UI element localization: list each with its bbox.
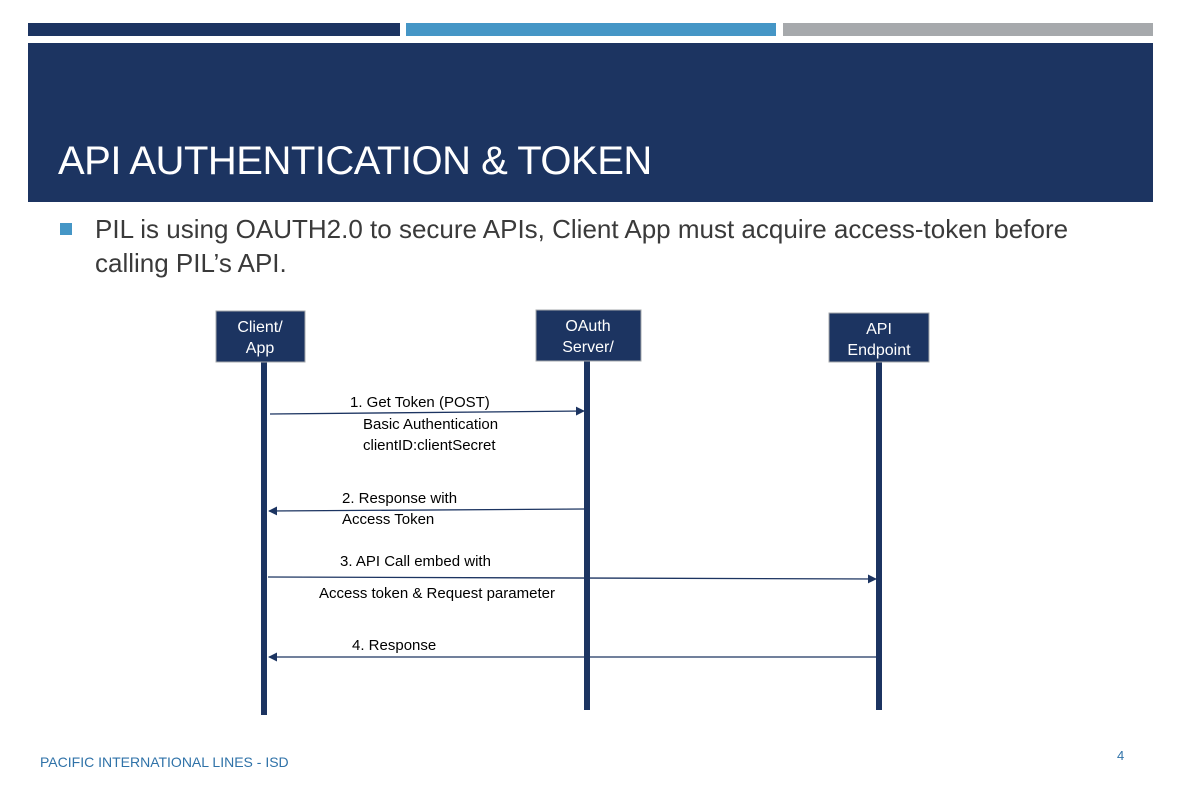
top-accent-bar-navy (28, 23, 400, 36)
title-band: API AUTHENTICATION & TOKEN (28, 43, 1153, 202)
message-1-arrow (269, 406, 585, 416)
participant-client: Client/ App (215, 310, 306, 363)
top-accent-bar-gray (783, 23, 1153, 36)
participant-api: API Endpoint (828, 312, 930, 363)
page-number: 4 (1117, 748, 1125, 763)
participant-client-line2: App (246, 340, 275, 357)
message-2-arrow (268, 506, 585, 516)
message-3-line1: 3. API Call embed with (340, 553, 491, 570)
bullet-square-icon (60, 223, 72, 235)
participant-api-line2: Endpoint (847, 342, 911, 359)
participant-oauth-line2: Server/ (562, 339, 614, 356)
participant-oauth-line1: OAuth (565, 318, 610, 335)
message-1-line2: Basic Authentication (363, 416, 498, 433)
message-4-line1: 4. Response (352, 637, 436, 654)
bullet-text: PIL is using OAUTH2.0 to secure APIs, Cl… (95, 214, 1069, 278)
message-2-line1: 2. Response with (342, 490, 457, 507)
message-3-line2: Access token & Request parameter (319, 585, 555, 602)
message-1-line3: clientID:clientSecret (363, 437, 496, 454)
participant-oauth: OAuth Server/ (535, 309, 642, 362)
message-2-line2: Access Token (342, 511, 434, 528)
slide-title: API AUTHENTICATION & TOKEN (58, 139, 652, 183)
message-1-line1: 1. Get Token (POST) (350, 394, 490, 411)
participant-api-line1: API (866, 321, 892, 338)
message-3-arrow (267, 574, 877, 584)
footer-company: PACIFIC INTERNATIONAL LINES - ISD (40, 754, 289, 770)
top-accent-bar-blue (406, 23, 776, 36)
participant-client-line1: Client/ (237, 319, 283, 336)
